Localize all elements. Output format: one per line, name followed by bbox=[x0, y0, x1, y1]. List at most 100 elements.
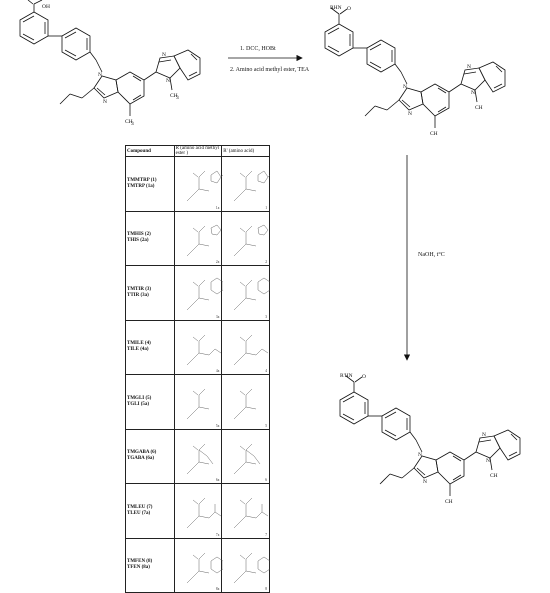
structure-number: 7 bbox=[265, 532, 267, 537]
c-methyl-sub: 3 bbox=[131, 121, 134, 127]
table-row: TMHIS (2)THIS (2a) 2a 2 bbox=[125, 210, 270, 266]
compound-name-cell: TMGLI (5)TGLI (5a) bbox=[125, 374, 175, 430]
compound-name: TFEN (8a) bbox=[127, 565, 150, 571]
structure-number: 2a bbox=[215, 260, 220, 264]
reagent-step-3: NaOH, t°C bbox=[418, 251, 445, 258]
compound-name-cell: TMFEN (8)TFEN (8a) bbox=[125, 537, 175, 593]
structure-number: 5a bbox=[215, 423, 220, 428]
r-structure-cell: 7a bbox=[173, 483, 223, 539]
table-row: TMGABA (6)TGABA (6a) 6a 6 bbox=[125, 428, 270, 484]
structure-number: 3 bbox=[265, 314, 267, 319]
amino-acid-structure bbox=[234, 388, 257, 420]
compound-name: TGABA (6a) bbox=[127, 456, 155, 462]
r-prime-structure-cell: 1 bbox=[221, 156, 271, 212]
compound-name: TMGLI (5) bbox=[127, 395, 152, 401]
acid-o-label: O bbox=[362, 374, 366, 380]
header-r-prime: R' (amino acid) bbox=[221, 145, 270, 157]
r-structure-cell: 5a bbox=[173, 374, 223, 430]
amino-acid-structure bbox=[186, 277, 223, 311]
n-methyl-label: CH bbox=[170, 93, 178, 99]
amino-acid-structure bbox=[234, 443, 261, 474]
amino-acid-structure bbox=[186, 497, 221, 529]
structure-number: 6 bbox=[265, 478, 267, 482]
reagent-step-1: 1. DCC, HOBt bbox=[240, 46, 276, 52]
structure-number: 6a bbox=[215, 478, 220, 482]
table-row: TMTIR (3)TTIR (3a) 3a 3 bbox=[125, 265, 271, 321]
n-prime-label: N bbox=[162, 52, 166, 58]
acid-n-methyl-label: CH bbox=[490, 473, 498, 479]
r-structure-cell: 3a bbox=[173, 265, 223, 321]
table-row: TMILE (4)TILE (4a) 4a 4 bbox=[125, 319, 270, 375]
compound-name: THIS (2a) bbox=[127, 238, 149, 244]
compound-table: Compound R (amino acid methyl ester ) R'… bbox=[125, 145, 271, 593]
structure-number: 7a bbox=[215, 532, 220, 537]
ester-rhn-label: RHN bbox=[330, 5, 342, 11]
amino-acid-structure bbox=[186, 224, 221, 256]
r-prime-structure-cell: 7 bbox=[221, 483, 270, 539]
amino-acid-structure bbox=[186, 388, 209, 420]
ester-o-label: O bbox=[347, 6, 351, 12]
n-methyl-n-label: N bbox=[166, 78, 170, 84]
acid-rhn-label: R'HN bbox=[340, 373, 353, 379]
compound-name-cell: TMILE (4)TILE (4a) bbox=[125, 319, 175, 375]
acid-n3-label: N bbox=[423, 479, 427, 485]
amino-acid-structure bbox=[234, 334, 269, 365]
structure-number: 2 bbox=[265, 260, 267, 264]
compound-name-cell: TMGABA (6)TGABA (6a) bbox=[125, 428, 175, 484]
compound-name-cell: TMHIS (2)THIS (2a) bbox=[125, 210, 175, 266]
structure-number: 1 bbox=[265, 205, 267, 210]
r-prime-structure-cell: 3 bbox=[221, 265, 271, 321]
ester-n-methyl-label: CH bbox=[475, 105, 483, 111]
r-prime-structure-cell: 8 bbox=[221, 537, 271, 593]
structure-number: 4a bbox=[215, 369, 220, 373]
acid-c-methyl-label: CH bbox=[445, 499, 453, 505]
compound-name: TLEU (7a) bbox=[127, 510, 151, 516]
amino-acid-structure bbox=[234, 224, 269, 256]
r-prime-structure-cell: 6 bbox=[221, 428, 270, 484]
acid-n-prime-label: N bbox=[482, 432, 486, 438]
reagent-step-2: 2. Amino acid methyl ester, TEA bbox=[230, 67, 310, 73]
ester-n3-label: N bbox=[408, 111, 412, 117]
c-methyl-label: CH bbox=[125, 119, 133, 125]
compound-name-cell: TMLEU (7)TLEU (7a) bbox=[125, 483, 175, 539]
r-structure-cell: 8a bbox=[173, 537, 223, 593]
compound-name: TMMTRP (1) bbox=[127, 177, 157, 183]
r-structure-cell: 4a bbox=[173, 319, 223, 375]
amino-acid-structure bbox=[234, 277, 271, 311]
compound-name: TMTRP (1a) bbox=[127, 183, 155, 189]
structure-number: 5 bbox=[265, 423, 267, 428]
ester-n1-label: N bbox=[403, 84, 407, 90]
r-prime-structure-cell: 5 bbox=[221, 374, 270, 430]
ester-product-structure bbox=[324, 7, 506, 129]
compound-name: TMFEN (8) bbox=[127, 559, 153, 565]
compound-name: TMGABA (6) bbox=[127, 450, 157, 456]
ester-n-methyl-n-label: N bbox=[471, 90, 475, 96]
r-structure-cell: 6a bbox=[173, 428, 223, 484]
structure-number: 3a bbox=[215, 314, 220, 319]
n3-label: N bbox=[103, 99, 107, 105]
acid-n-methyl-n-label: N bbox=[486, 458, 490, 464]
structure-number: 4 bbox=[265, 369, 267, 373]
n-methyl-sub: 3 bbox=[176, 95, 179, 101]
amino-acid-structure bbox=[234, 497, 269, 529]
compound-name-cell: TMTIR (3)TTIR (3a) bbox=[125, 265, 175, 321]
r-structure-cell: 1a bbox=[173, 156, 223, 212]
structure-number: 8 bbox=[265, 587, 267, 591]
compound-name: TMLEU (7) bbox=[127, 504, 153, 510]
amino-acid-structure bbox=[234, 170, 271, 202]
structure-number: 1a bbox=[215, 205, 220, 210]
table-row: TMLEU (7)TLEU (7a) 7a 7 bbox=[125, 483, 270, 539]
amino-acid-structure bbox=[234, 552, 271, 583]
amino-acid-structure bbox=[186, 552, 223, 583]
starting-material-structure bbox=[19, 0, 201, 117]
table-row: TMMTRP (1)TMTRP (1a) 1a 1 bbox=[125, 156, 271, 212]
table-row: TMFEN (8)TFEN (8a) 8a 8 bbox=[125, 537, 271, 593]
r-prime-structure-cell: 4 bbox=[221, 319, 270, 375]
compound-name: TILE (4a) bbox=[127, 347, 149, 353]
amino-acid-structure bbox=[186, 443, 213, 474]
r-prime-structure-cell: 2 bbox=[221, 210, 270, 266]
hydroxyl-label: OH bbox=[42, 4, 50, 10]
structure-number: 8a bbox=[215, 587, 220, 591]
r-structure-cell: 2a bbox=[173, 210, 223, 266]
